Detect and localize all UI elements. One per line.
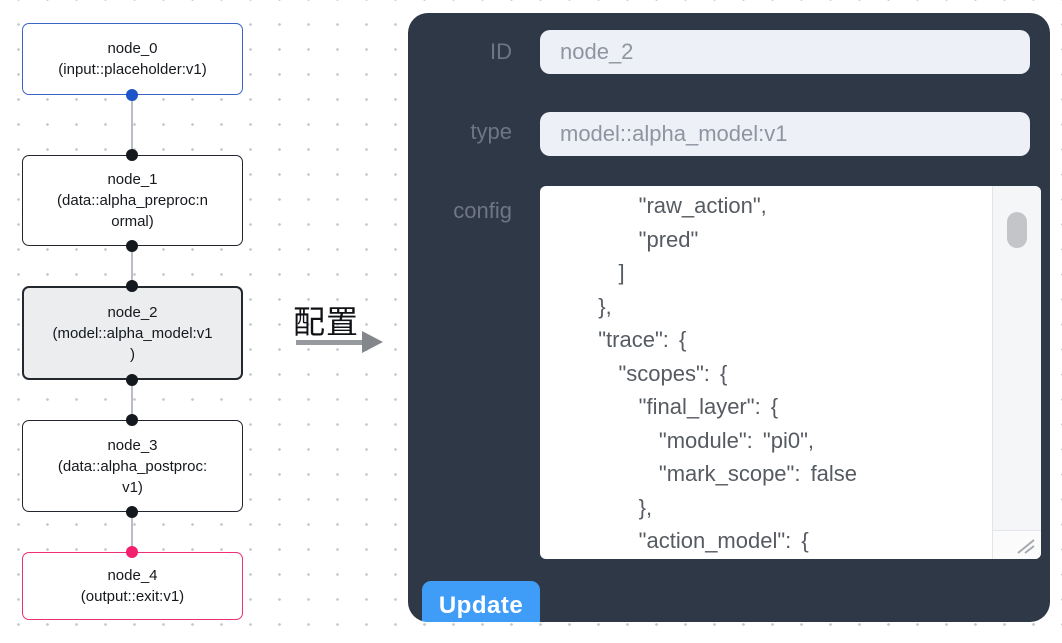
flow-node-node_3[interactable]: node_3 (data::alpha_postproc: v1) [22, 420, 243, 512]
config-panel: ID type config "raw_action", "pred" ] },… [408, 13, 1050, 622]
node-type-line: v1) [122, 478, 143, 496]
node-type-line: (output::exit:v1) [80, 588, 185, 605]
port-node3-in[interactable] [126, 414, 138, 426]
port-node2-out[interactable] [126, 374, 138, 386]
port-node1-out[interactable] [126, 240, 138, 252]
right-arrow-head-icon [362, 331, 383, 353]
flow-node-node_4[interactable]: node_4 (output::exit:v1) [22, 552, 243, 620]
flow-node-node_0[interactable]: node_0 (input::placeholder:v1) [22, 23, 243, 95]
flow-node-node_1[interactable]: node_1 (data::alpha_preproc:n ormal) [22, 155, 243, 246]
node-title: node_4 [107, 567, 158, 584]
configure-label: 配置 [293, 304, 360, 340]
right-arrow-icon [296, 340, 363, 345]
node-type-line: (data::alpha_postproc: [57, 457, 208, 475]
id-input[interactable] [540, 30, 1030, 74]
node-type-line: ormal) [111, 213, 154, 230]
port-node2-in[interactable] [126, 280, 138, 292]
port-node0-out[interactable] [126, 89, 138, 101]
update-button[interactable]: Update [422, 581, 540, 622]
config-field-label: config [453, 198, 512, 223]
edge-node1-node2 [131, 246, 133, 286]
port-node3-out[interactable] [126, 506, 138, 518]
node-type-line: (input::placeholder:v1) [58, 61, 207, 78]
flow-node-node_2-selected[interactable]: node_2 (model::alpha_model:v1 ) [22, 286, 243, 380]
edge-node2-node3 [131, 380, 133, 420]
edge-node0-node1 [131, 95, 133, 155]
node-type-line: (model::alpha_model:v1 [52, 324, 213, 342]
port-node1-in[interactable] [126, 149, 138, 161]
config-json-text[interactable]: "raw_action", "pred" ] }, "trace": { "sc… [598, 193, 858, 553]
config-scrollbar-thumb[interactable] [1007, 212, 1027, 248]
node-type-line: ) [130, 345, 135, 363]
node-type-line: (data::alpha_preproc:n [57, 192, 208, 209]
node-title: node_2 [107, 303, 158, 321]
node-title: node_1 [107, 171, 158, 188]
config-scrollbar-corner [992, 530, 1041, 559]
resize-handle-icon[interactable] [1015, 537, 1037, 555]
port-node4-in[interactable] [126, 546, 138, 558]
type-field-label: type [470, 119, 512, 144]
type-input[interactable] [540, 112, 1030, 156]
node-title: node_3 [107, 436, 158, 454]
id-field-label: ID [490, 39, 512, 64]
node-title: node_0 [107, 40, 158, 57]
edge-node3-node4 [131, 512, 133, 552]
config-scrollbar-track[interactable] [992, 186, 1041, 531]
config-editor[interactable]: "raw_action", "pred" ] }, "trace": { "sc… [540, 186, 1041, 559]
